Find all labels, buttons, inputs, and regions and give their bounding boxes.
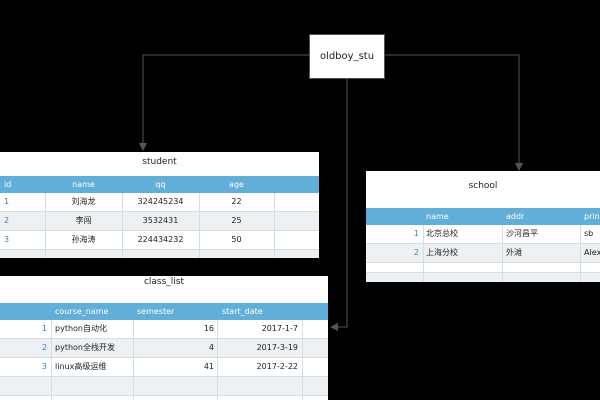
student-cell-id: 2	[4, 216, 10, 225]
class-list-cell-start-date: 2017-1-7	[261, 324, 298, 333]
school-cell-id: 1	[413, 229, 419, 238]
school-table-title: school	[468, 181, 498, 191]
connector-to-school	[385, 54, 520, 163]
school-header-row: name addr princ	[366, 208, 600, 225]
student-col-age: age	[229, 180, 244, 189]
class-list-col-start-date: start_date	[222, 307, 263, 316]
student-cell-id: 3	[4, 235, 10, 244]
student-table-title: student	[142, 157, 177, 167]
school-col-princ: princ	[584, 212, 600, 221]
student-table: student id name qq age 1 刘海龙 324245234 2…	[0, 152, 319, 258]
student-header-row: id name qq age	[0, 176, 319, 193]
column-divider	[133, 320, 134, 400]
table-row: 2 python全栈开发 4 2017-3-19	[0, 339, 328, 358]
student-cell-qq: 3532431	[142, 216, 179, 225]
school-cell-addr: 外滩	[506, 248, 522, 257]
school-col-name: name	[426, 212, 449, 221]
column-divider	[274, 193, 275, 258]
class-list-cell-semester: 16	[203, 324, 214, 333]
student-cell-age: 22	[231, 197, 242, 206]
class-list-cell-semester: 41	[203, 362, 214, 371]
column-divider	[580, 225, 581, 282]
class-list-table: class_list course_name semester start_da…	[0, 276, 328, 400]
table-row-empty	[0, 377, 328, 396]
arrowhead-school	[515, 163, 523, 171]
student-col-id: id	[4, 180, 12, 189]
table-row: 2 李闯 3532431 25	[0, 212, 319, 231]
school-cell-addr: 沙河昌平	[506, 229, 538, 238]
school-table: school name addr princ 1 北京总校 沙河昌平 sb 2 …	[366, 171, 600, 282]
student-cell-age: 50	[231, 235, 242, 244]
class-list-cell-semester: 4	[208, 343, 214, 352]
student-col-qq: qq	[155, 180, 166, 189]
school-col-addr: addr	[506, 212, 525, 221]
column-divider	[45, 193, 46, 258]
column-divider	[217, 320, 218, 400]
oldboy-stu-node: oldboy_stu	[309, 34, 385, 79]
column-divider	[122, 193, 123, 258]
class-list-cell-id: 1	[41, 324, 47, 333]
table-row: 3 linux高级运维 41 2017-2-22	[0, 358, 328, 377]
table-row-empty	[366, 263, 600, 273]
table-row-empty	[0, 250, 319, 258]
column-divider	[423, 225, 424, 282]
column-divider	[199, 193, 200, 258]
student-cell-id: 1	[4, 197, 10, 206]
class-list-cell-course-name: linux高级运维	[55, 362, 107, 371]
student-cell-name: 李闯	[75, 216, 92, 225]
student-cell-name: 刘海龙	[71, 197, 96, 206]
table-row-empty	[366, 273, 600, 282]
class-list-header-row: course_name semester start_date	[0, 303, 328, 320]
student-cell-qq: 324245234	[137, 197, 184, 206]
table-row: 1 刘海龙 324245234 22	[0, 193, 319, 212]
table-row: 3 孙海涛 224434232 50	[0, 231, 319, 250]
school-cell-princ: Alex	[584, 248, 600, 257]
connector-to-class-list	[338, 79, 348, 328]
class-list-cell-start-date: 2017-2-22	[256, 362, 298, 371]
class-list-cell-start-date: 2017-3-19	[256, 343, 298, 352]
student-col-name: name	[72, 180, 95, 189]
arrowhead-student	[139, 143, 147, 151]
table-row: 1 python自动化 16 2017-1-7	[0, 320, 328, 339]
column-divider	[502, 225, 503, 282]
table-row: 1 北京总校 沙河昌平 sb	[366, 225, 600, 244]
class-list-col-course-name: course_name	[55, 307, 109, 316]
student-cell-qq: 224434232	[137, 235, 184, 244]
school-cell-name: 上海分校	[426, 248, 458, 257]
school-cell-id: 2	[413, 248, 419, 257]
class-list-cell-id: 2	[41, 343, 47, 352]
student-cell-age: 25	[231, 216, 242, 225]
connector-to-student	[142, 54, 309, 143]
student-cell-name: 孙海涛	[71, 235, 96, 244]
school-cell-name: 北京总校	[426, 229, 458, 238]
class-list-cell-course-name: python全栈开发	[55, 343, 115, 352]
school-cell-princ: sb	[584, 229, 594, 238]
column-divider	[51, 320, 52, 400]
class-list-cell-id: 3	[41, 362, 47, 371]
class-list-table-title: class_list	[143, 277, 185, 287]
arrowhead-class-list	[330, 323, 338, 331]
class-list-col-semester: semester	[137, 307, 175, 316]
class-list-cell-course-name: python自动化	[55, 324, 107, 333]
table-row: 2 上海分校 外滩 Alex	[366, 244, 600, 263]
column-divider	[302, 320, 303, 400]
